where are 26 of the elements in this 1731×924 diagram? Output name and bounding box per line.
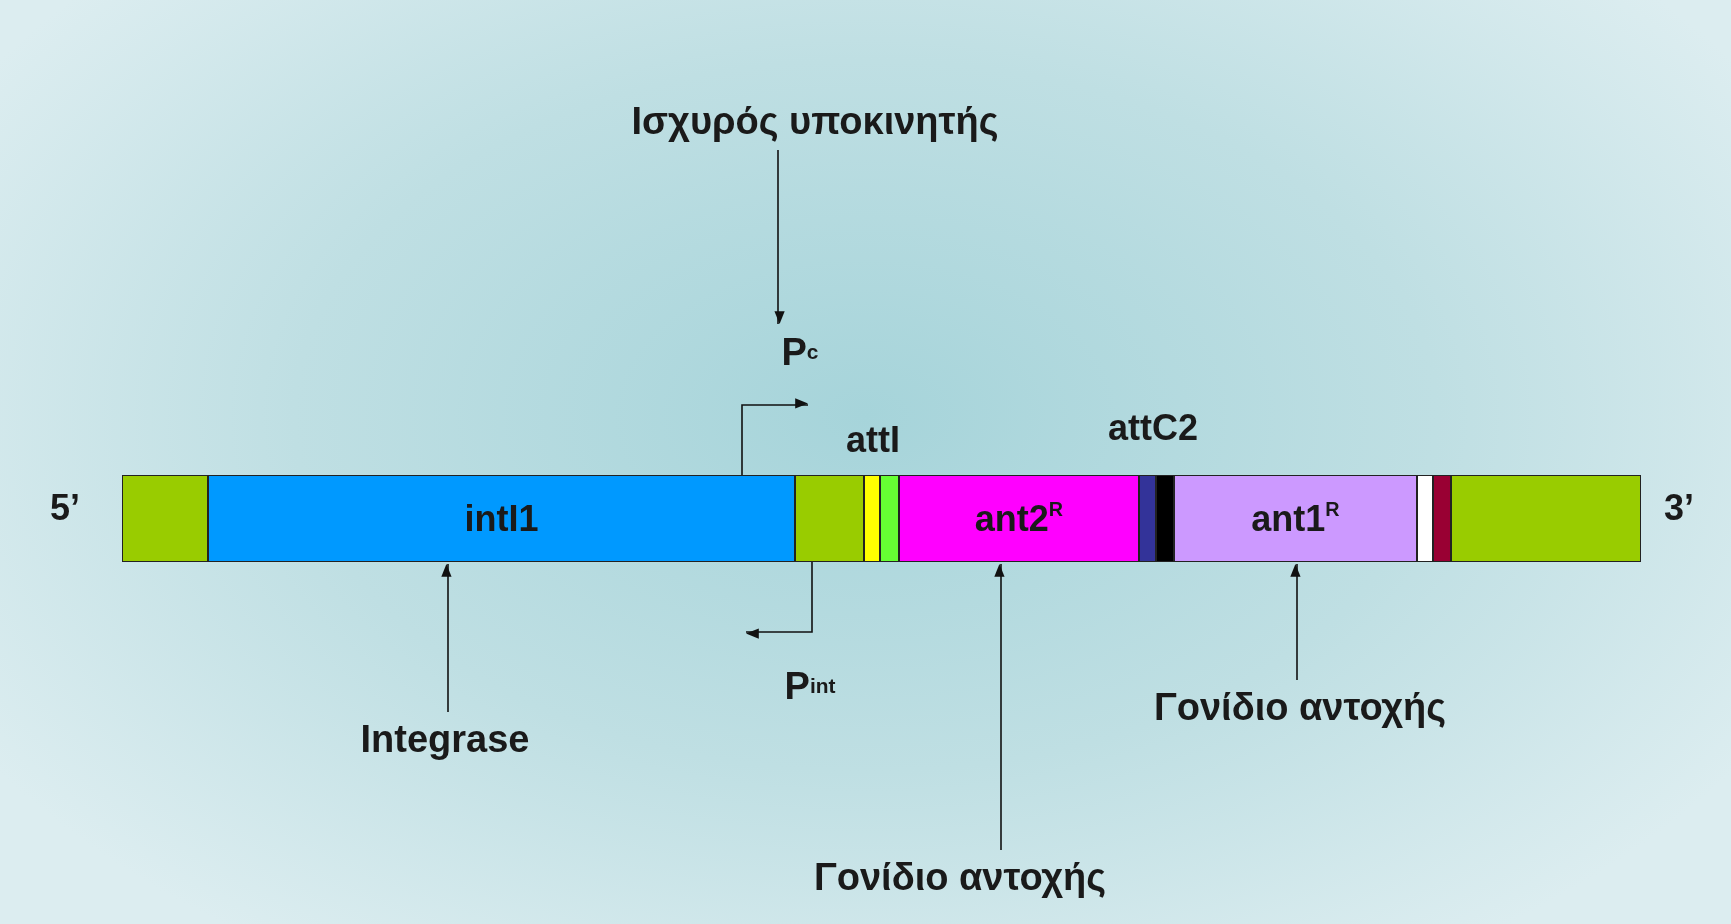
- arrow: [774, 149, 785, 325]
- annotation-label: Integrase: [320, 714, 570, 764]
- annotation-label: Γονίδιο αντοχής: [1090, 682, 1510, 732]
- strand-end-label: 3’: [1664, 490, 1695, 526]
- site-label: attI: [846, 422, 900, 458]
- dna-segment: [864, 475, 880, 562]
- arrow: [745, 561, 813, 639]
- annotation-label: Γονίδιο αντοχής: [750, 852, 1170, 902]
- dna-segment: [795, 475, 864, 562]
- gene-segment: intI1: [208, 475, 795, 562]
- arrow: [1290, 563, 1301, 681]
- gene-segment: ant2$^{R}$: [899, 475, 1139, 562]
- gene-segment: ant1$^{R}$: [1174, 475, 1417, 562]
- site-label: attC2: [1108, 410, 1199, 446]
- dna-segment: [880, 475, 899, 562]
- dna-segment: [1433, 475, 1451, 562]
- strand-end-label: 5’: [50, 490, 81, 526]
- dna-segment: [122, 475, 208, 562]
- arrow: [441, 563, 452, 713]
- dna-segment: [1451, 475, 1641, 562]
- dna-segment: [1417, 475, 1433, 562]
- arrow: [994, 563, 1005, 851]
- arrow: [741, 398, 809, 476]
- dna-segment: [1139, 475, 1156, 562]
- annotation-label: Ισχυρός υποκινητής: [600, 96, 1030, 146]
- dna-segment: [1156, 475, 1174, 562]
